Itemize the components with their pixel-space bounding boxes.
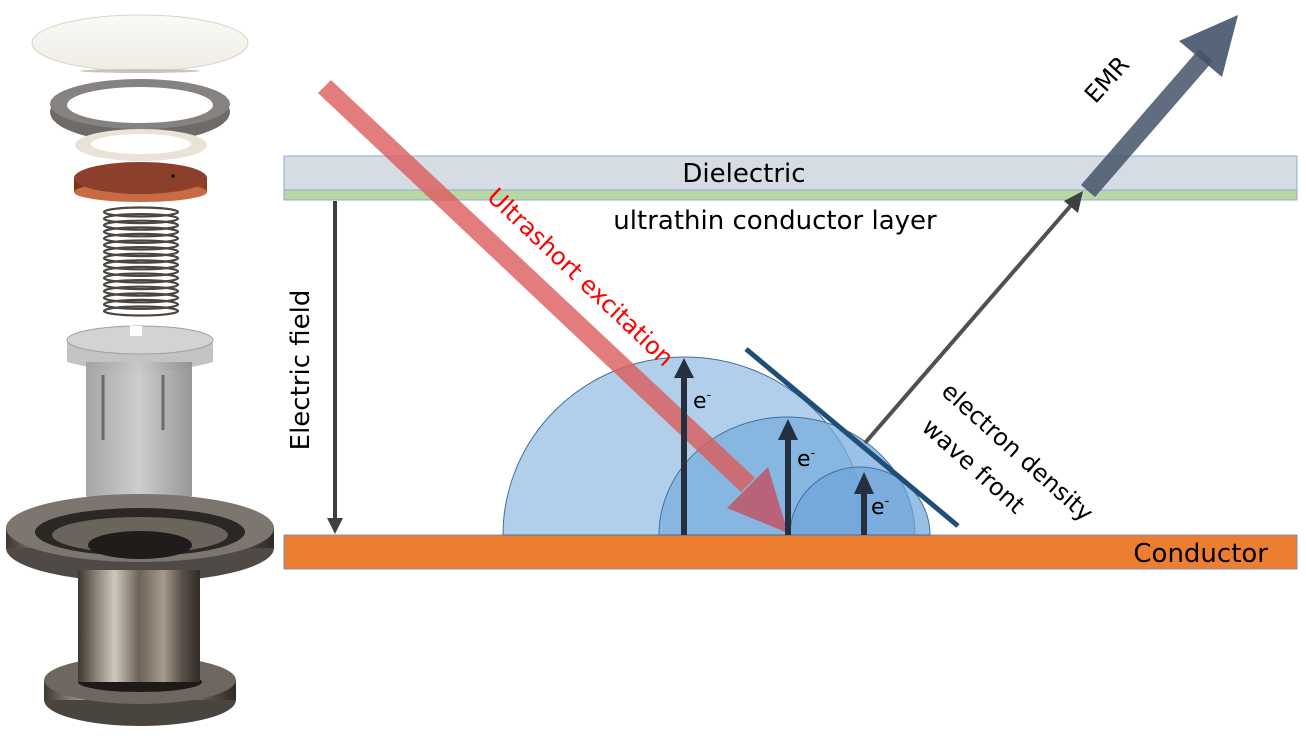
- spring-coil: [102, 213, 180, 225]
- electron-labels: e- e- e-: [693, 388, 890, 520]
- spring-coil: [102, 219, 180, 231]
- spring-coil: [102, 279, 180, 291]
- conductor-layer: [283, 534, 1298, 570]
- electric-field-arrow: [327, 201, 343, 534]
- electron-label: e-: [797, 446, 816, 472]
- conductor-label: Conductor: [1133, 539, 1268, 569]
- spring-coil: [102, 206, 180, 218]
- electron-label: e-: [693, 388, 712, 414]
- ultrashort-excitation-arrow: [318, 80, 788, 533]
- window-disc: [31, 14, 249, 73]
- insulator-ring: [75, 129, 207, 161]
- spring-coil: [102, 226, 180, 238]
- wave-front-line: [744, 347, 960, 528]
- copper-electrode-disc: [74, 162, 207, 202]
- transparent-holder: [66, 325, 214, 509]
- electron-label: e-: [871, 494, 890, 520]
- electron-arrows: [674, 358, 874, 535]
- schematic: Dielectric ultrathin conductor layer Con…: [283, 15, 1298, 570]
- assembly-render: [6, 14, 274, 726]
- emr-arrow: [1081, 15, 1238, 197]
- electric-field-label: Electric field: [286, 290, 316, 451]
- dielectric-layer: [283, 155, 1298, 191]
- ultrathin-conductor-layer: [283, 189, 1298, 201]
- spring: [102, 206, 180, 317]
- hemisphere-small: [789, 466, 931, 536]
- spring-coil: [102, 292, 180, 304]
- spring-coil: [102, 265, 180, 277]
- spring-coil: [102, 305, 180, 317]
- spring-coil: [102, 232, 180, 244]
- kf-flange-base: [6, 494, 274, 726]
- spring-coil: [102, 272, 180, 284]
- dielectric-label: Dielectric: [682, 159, 805, 189]
- emission-ray-arrow: [863, 191, 1083, 445]
- spring-coil: [102, 298, 180, 310]
- spring-coil: [102, 239, 180, 251]
- emr-label: EMR: [1079, 51, 1135, 109]
- spring-coil: [102, 246, 180, 258]
- spring-coil: [102, 285, 180, 297]
- spring-coil: [102, 259, 180, 271]
- ultrathin-layer-label: ultrathin conductor layer: [613, 206, 937, 236]
- gasket-ring: [50, 79, 230, 142]
- spring-coil: [102, 252, 180, 264]
